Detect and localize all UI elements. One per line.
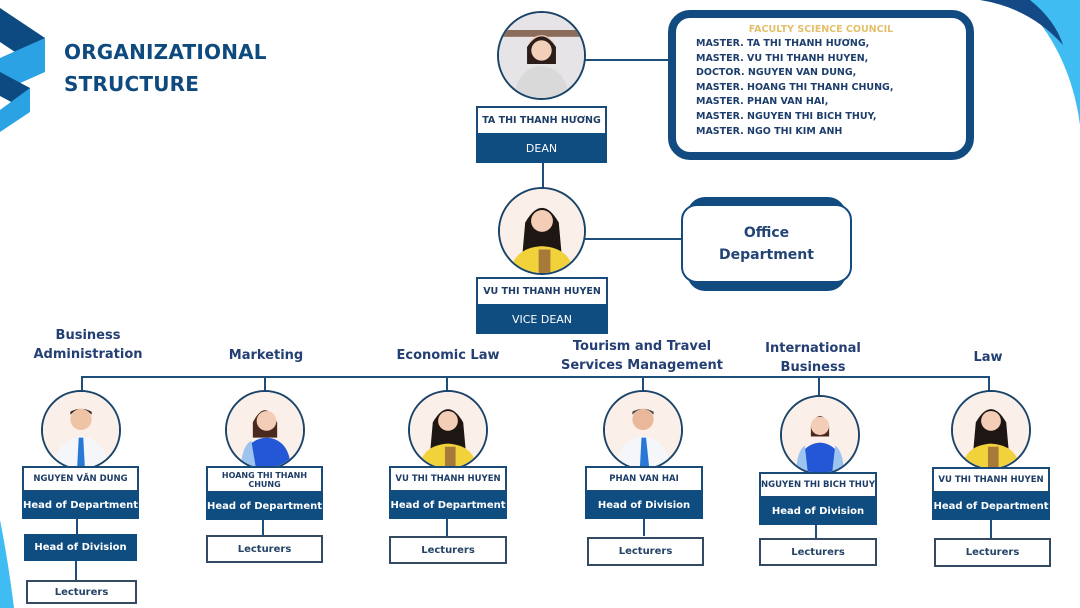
sub-role: Head of Division <box>24 534 137 561</box>
head-role: Head of Department <box>206 492 323 520</box>
connector <box>264 376 266 392</box>
connector <box>988 376 990 392</box>
connector <box>990 520 992 538</box>
head-role: Head of Division <box>585 491 703 519</box>
dean-name: TA THI THANH HƯƠNG <box>476 106 607 135</box>
head-name: VU THI THANH HUYEN <box>932 467 1050 493</box>
head-avatar <box>408 390 488 470</box>
head-name: PHAN VAN HAI <box>585 466 703 492</box>
head-avatar <box>41 390 121 470</box>
vice-dean-name: VU THI THANH HUYEN <box>476 277 608 306</box>
dept-title-line: Business <box>55 328 121 343</box>
vice-dean-role: VICE DEAN <box>476 304 608 334</box>
head-name: NGUYEN THI BICH THUY <box>759 472 877 498</box>
title-line-1: ORGANIZATIONAL <box>64 40 267 64</box>
head-name: NGUYEN VĂN DUNG <box>22 466 139 492</box>
dept-title-line: Economic Law <box>396 348 500 363</box>
head-role: Head of Division <box>759 497 877 525</box>
connector <box>542 162 544 188</box>
connector <box>446 376 448 392</box>
head-avatar <box>603 390 683 470</box>
dept-title-law: Law <box>940 348 1036 367</box>
council-member: MASTER. NGUYEN THI BICH THUY, <box>696 110 877 122</box>
connector <box>262 520 264 536</box>
dept-title-line: Law <box>973 350 1003 365</box>
head-role: Head of Department <box>389 491 507 519</box>
connector <box>642 376 644 392</box>
connector <box>75 561 77 581</box>
dept-title-line: Business <box>780 360 846 375</box>
lecturers-box: Lecturers <box>26 580 137 604</box>
connector <box>584 59 670 61</box>
connector <box>76 519 78 534</box>
council-member: MASTER. TA THI THANH HƯƠNG, <box>696 38 870 49</box>
council-title: FACULTY SCIENCE COUNCIL <box>748 24 894 35</box>
dept-title-line: Marketing <box>228 348 304 363</box>
corner-wave-decoration <box>960 0 1080 130</box>
vice-dean-avatar <box>498 187 586 275</box>
dept-title-line: Tourism and Travel <box>572 339 712 354</box>
dean-role: DEAN <box>476 133 607 163</box>
council-member: MASTER. VU THI THANH HUYEN, <box>696 52 869 64</box>
connector <box>81 376 989 378</box>
lecturers-box: Lecturers <box>206 535 323 563</box>
lecturers-box: Lecturers <box>389 536 507 564</box>
logo-chevron-icon <box>0 8 45 132</box>
dept-title-line: Administration <box>33 347 143 362</box>
connector <box>584 238 682 240</box>
head-name: HOANG THI THANH CHUNG <box>206 466 323 493</box>
head-avatar <box>780 395 860 475</box>
lecturers-box: Lecturers <box>934 538 1051 567</box>
council-member: DOCTOR. NGUYEN VAN DUNG, <box>696 67 857 79</box>
corner-wave-decoration-bottom <box>0 520 14 608</box>
office-line-1: Office <box>743 224 790 241</box>
faculty-science-council-box: FACULTY SCIENCE COUNCIL MASTER. TA THI T… <box>668 10 974 160</box>
dean-avatar <box>497 11 586 100</box>
connector <box>643 519 645 536</box>
office-line-2: Department <box>719 246 814 263</box>
page-title: ORGANIZATIONAL STRUCTURE <box>64 36 267 100</box>
head-avatar <box>225 390 305 470</box>
council-member: MASTER. NGO THI KIM ANH <box>696 125 843 137</box>
connector <box>81 376 83 392</box>
connector <box>818 376 820 396</box>
connector <box>446 519 448 536</box>
dept-title-line: International <box>765 341 861 356</box>
head-avatar <box>951 390 1031 470</box>
dept-title-line: Services Management <box>561 358 723 373</box>
lecturers-box: Lecturers <box>587 537 704 566</box>
council-member: MASTER. PHAN VAN HAI, <box>696 96 829 108</box>
lecturers-box: Lecturers <box>759 538 877 566</box>
head-name: VU THI THANH HUYEN <box>389 466 507 492</box>
dept-title-economic-law: Economic Law <box>376 346 520 365</box>
connector <box>815 525 817 539</box>
council-members: MASTER. TA THI THANH HƯƠNG, MASTER. VU T… <box>696 37 966 139</box>
council-member: MASTER. HOANG THI THANH CHUNG, <box>696 81 894 93</box>
head-role: Head of Department <box>932 492 1050 520</box>
title-line-2: STRUCTURE <box>64 72 200 96</box>
head-role: Head of Department <box>22 491 139 519</box>
dept-title-marketing: Marketing <box>196 346 336 365</box>
